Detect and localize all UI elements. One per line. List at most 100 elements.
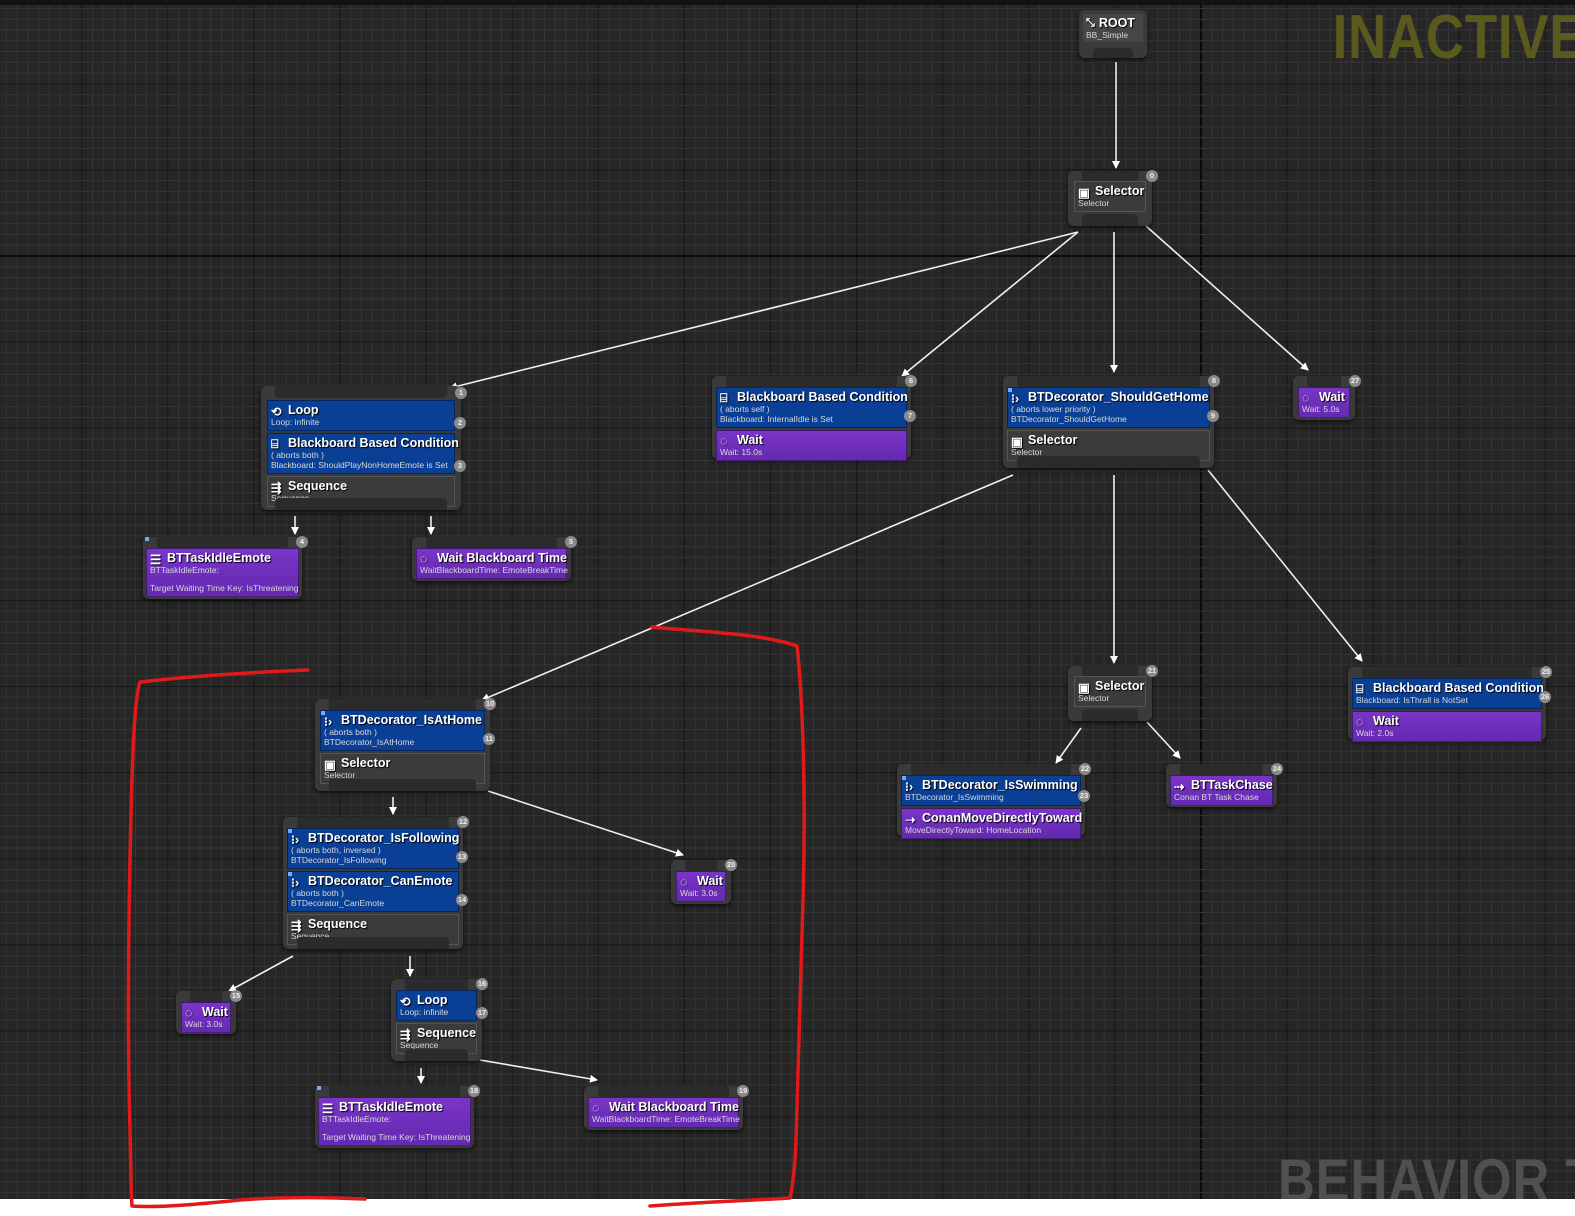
decorator-detail: BTDecorator_IsFollowing	[291, 855, 387, 865]
decorator-blueprint-icon: ⁝›	[905, 779, 914, 794]
wait-node-20[interactable]: 20 ◌Wait Wait: 3.0s	[671, 859, 737, 904]
sequence-icon: ⇶	[400, 1027, 411, 1042]
selector-icon: ▣	[1078, 185, 1090, 200]
input-pin[interactable]	[911, 764, 1071, 776]
wait-blackboard-time-node-19[interactable]: 19 ◌Wait Blackboard Time WaitBlackboardT…	[584, 1085, 749, 1130]
aborts-mode: ( aborts both )	[324, 727, 377, 737]
decorator-title: Blackboard Based Condition	[1373, 681, 1544, 695]
should-get-home-decorator[interactable]: ⁝›BTDecorator_ShouldGetHome ( aborts low…	[1007, 387, 1219, 428]
task-key: Target Waiting Time Key: IsThreatening	[322, 1132, 471, 1142]
blackboard-icon: ⌸	[271, 436, 279, 451]
root-icon: ⤡	[1086, 16, 1095, 29]
input-pin[interactable]	[426, 537, 557, 549]
input-pin[interactable]	[726, 376, 897, 388]
breakpoint-marker	[288, 872, 292, 876]
behavior-tree-watermark: BEHAVIOR TREE	[1278, 1147, 1575, 1199]
node-subtitle: Selector	[1078, 198, 1110, 208]
node-title: Sequence	[308, 917, 368, 931]
task-title: Wait	[1373, 714, 1399, 728]
input-pin[interactable]	[1307, 376, 1341, 388]
edge-selector-wait6	[901, 231, 1079, 377]
move-arrow-icon: ➝	[905, 812, 916, 827]
execution-index-badge: 10	[484, 698, 496, 710]
is-following-decorator[interactable]: ⁝›BTDecorator_IsFollowing ( aborts both,…	[287, 828, 468, 869]
wait-node-25[interactable]: 25 ⌸Blackboard Based Condition Blackboar…	[1348, 666, 1552, 742]
execution-index-badge: 16	[476, 978, 488, 990]
execution-index-badge: 19	[737, 1085, 749, 1097]
input-pin[interactable]	[275, 386, 447, 398]
decorator-detail: BTDecorator_IsSwimming	[905, 792, 1004, 802]
sequence-icon: ⇶	[271, 480, 282, 495]
output-pin[interactable]	[329, 779, 476, 791]
blackboard-condition-decorator[interactable]: ⌸Blackboard Based Condition ( aborts bot…	[267, 433, 466, 474]
execution-index-badge: 4	[296, 536, 308, 548]
execution-index-badge: 11	[483, 733, 495, 745]
blackboard-condition-decorator[interactable]: ⌸Blackboard Based Condition Blackboard: …	[1352, 678, 1551, 709]
task-title: Wait	[697, 874, 723, 888]
edge-sel8-sel10	[481, 474, 1014, 701]
move-directly-toward-node-22[interactable]: 22 ⁝›BTDecorator_IsSwimming BTDecorator_…	[897, 763, 1091, 839]
wait-node-15[interactable]: 15 ◌Wait Wait: 3.0s	[176, 990, 242, 1034]
execution-index-badge: 3	[454, 460, 466, 472]
input-pin[interactable]	[1082, 666, 1138, 678]
loop-decorator[interactable]: ⟲Loop Loop: infinite 2	[267, 400, 466, 431]
input-pin[interactable]	[1362, 667, 1532, 679]
task-detail: Conan BT Task Chase	[1174, 792, 1259, 802]
decorator-detail: Blackboard: ShouldPlayNonHomeEmote is Se…	[271, 460, 448, 470]
input-pin[interactable]	[1082, 171, 1138, 183]
output-pin[interactable]	[405, 1049, 468, 1061]
execution-index-badge: 26	[1539, 691, 1551, 703]
wait-node-6[interactable]: 6 ⌸Blackboard Based Condition ( aborts s…	[712, 375, 917, 461]
wait-icon: ◌	[720, 433, 728, 448]
root-output-pin[interactable]	[1093, 48, 1133, 58]
selector-node-21[interactable]: ▣Selector Selector 21	[1068, 665, 1158, 721]
output-pin[interactable]	[1082, 214, 1138, 226]
selector-node-8[interactable]: 8 ⁝›BTDecorator_ShouldGetHome ( aborts l…	[1003, 375, 1220, 468]
execution-index-badge: 23	[1078, 790, 1090, 802]
breakpoint-marker	[902, 776, 906, 780]
edge-selector-wait27	[1145, 225, 1309, 371]
root-node[interactable]: ⤡ROOT BB_Simple	[1079, 10, 1147, 58]
task-idle-emote-node-4[interactable]: 4 ☰BTTaskIdleEmote BTTaskIdleEmote: Targ…	[143, 536, 308, 599]
loop-decorator[interactable]: ⟲Loop Loop: infinite 17	[396, 990, 488, 1021]
task-idle-emote-node-18[interactable]: 18 ☰BTTaskIdleEmote BTTaskIdleEmote: Tar…	[315, 1085, 480, 1148]
input-pin[interactable]	[405, 979, 468, 991]
aborts-mode: ( aborts lower priority )	[1011, 404, 1096, 414]
task-chase-node-24[interactable]: 24 ⇢BTTaskChase Conan BT Task Chase	[1166, 763, 1283, 807]
execution-index-badge: 0	[1146, 170, 1158, 182]
execution-index-badge: 5	[565, 536, 577, 548]
output-pin[interactable]	[1017, 456, 1200, 468]
input-pin[interactable]	[1017, 376, 1200, 388]
is-swimming-decorator[interactable]: ⁝›BTDecorator_IsSwimming BTDecorator_IsS…	[901, 775, 1090, 806]
wait-blackboard-time-node-5[interactable]: 5 ◌Wait Blackboard Time WaitBlackboardTi…	[412, 536, 577, 581]
input-pin[interactable]	[1180, 764, 1263, 776]
decorator-detail: Loop: infinite	[271, 417, 320, 427]
wait-icon: ◌	[420, 551, 428, 566]
task-title: BTTaskChase	[1191, 778, 1273, 792]
input-pin[interactable]	[157, 537, 288, 549]
is-at-home-decorator[interactable]: ⁝›BTDecorator_IsAtHome ( aborts both ) B…	[320, 710, 495, 751]
sequence-node-12[interactable]: 12 ⁝›BTDecorator_IsFollowing ( aborts bo…	[283, 816, 469, 949]
task-title: Wait	[202, 1005, 228, 1019]
task-title: Wait Blackboard Time	[609, 1100, 739, 1114]
wait-node-27[interactable]: 27 ◌Wait Wait: 5.0s	[1293, 375, 1361, 420]
sequence-node-16[interactable]: 16 ⟲Loop Loop: infinite 17 ⇶Sequence Seq…	[391, 978, 488, 1061]
execution-index-badge: 9	[1207, 410, 1219, 422]
selector-node-0[interactable]: ▣Selector Selector 0	[1068, 170, 1158, 226]
can-emote-decorator[interactable]: ⁝›BTDecorator_CanEmote ( aborts both ) B…	[287, 871, 468, 912]
output-pin[interactable]	[297, 937, 449, 949]
sequence-node-1[interactable]: 1 ⟲Loop Loop: infinite 2 ⌸Blackboard Bas…	[261, 386, 467, 510]
breakpoint-marker	[1008, 388, 1012, 392]
output-pin[interactable]	[275, 498, 447, 510]
node-title: Selector	[341, 756, 391, 770]
execution-index-badge: 20	[725, 859, 737, 871]
output-pin[interactable]	[1082, 709, 1138, 721]
selector-node-10[interactable]: 10 ⁝›BTDecorator_IsAtHome ( aborts both …	[315, 698, 496, 791]
blackboard-condition-decorator[interactable]: ⌸Blackboard Based Condition ( aborts sel…	[716, 387, 916, 428]
loop-icon: ⟲	[271, 404, 282, 419]
task-detail: Wait: 3.0s	[680, 888, 718, 898]
edge-selector-seq1	[449, 231, 1079, 391]
node-title: Sequence	[288, 479, 348, 493]
task-title: BTTaskIdleEmote	[339, 1100, 443, 1114]
